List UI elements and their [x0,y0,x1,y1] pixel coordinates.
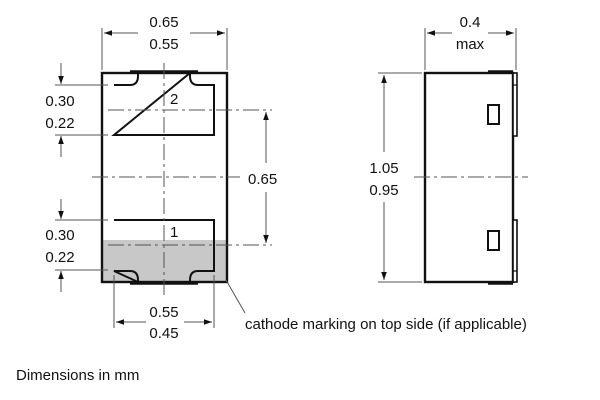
pad-pitch-label: 0.65 [248,171,277,188]
cathode-leader-line [225,279,246,314]
pad-width-max-label: 0.55 [149,304,178,321]
pad-height-max-bottom: 0.30 [45,227,74,244]
pad-1-outline [113,219,215,284]
pad-height-max-top: 0.30 [45,93,74,110]
terminal-strip-bottom [512,219,518,283]
top-view: 0.65 0.55 0.30 0.22 0.30 0.22 0.65 2 1 0… [45,14,526,342]
units-note: Dimensions in mm [16,367,139,384]
cathode-note: cathode marking on top side (if applicab… [245,316,527,333]
side-mark-top [487,104,500,125]
pad-width-min-label: 0.45 [149,325,178,342]
thickness-label: 0.4 [460,14,481,31]
pad-2-outline [111,70,215,136]
side-view: 0.4 max 1.05 0.95 [369,14,528,285]
thickness-note: max [456,36,485,53]
side-mark-bottom [487,230,500,251]
pin-2-label: 2 [170,91,178,108]
pin-1-label: 1 [170,224,178,241]
length-min-label: 0.95 [369,182,398,199]
width-max-label: 0.65 [149,14,178,31]
width-min-label: 0.55 [149,36,178,53]
pad-height-min-bottom: 0.22 [45,249,74,266]
pad-height-min-top: 0.22 [45,115,74,132]
length-max-label: 1.05 [369,160,398,177]
terminal-strip-top [512,72,518,137]
